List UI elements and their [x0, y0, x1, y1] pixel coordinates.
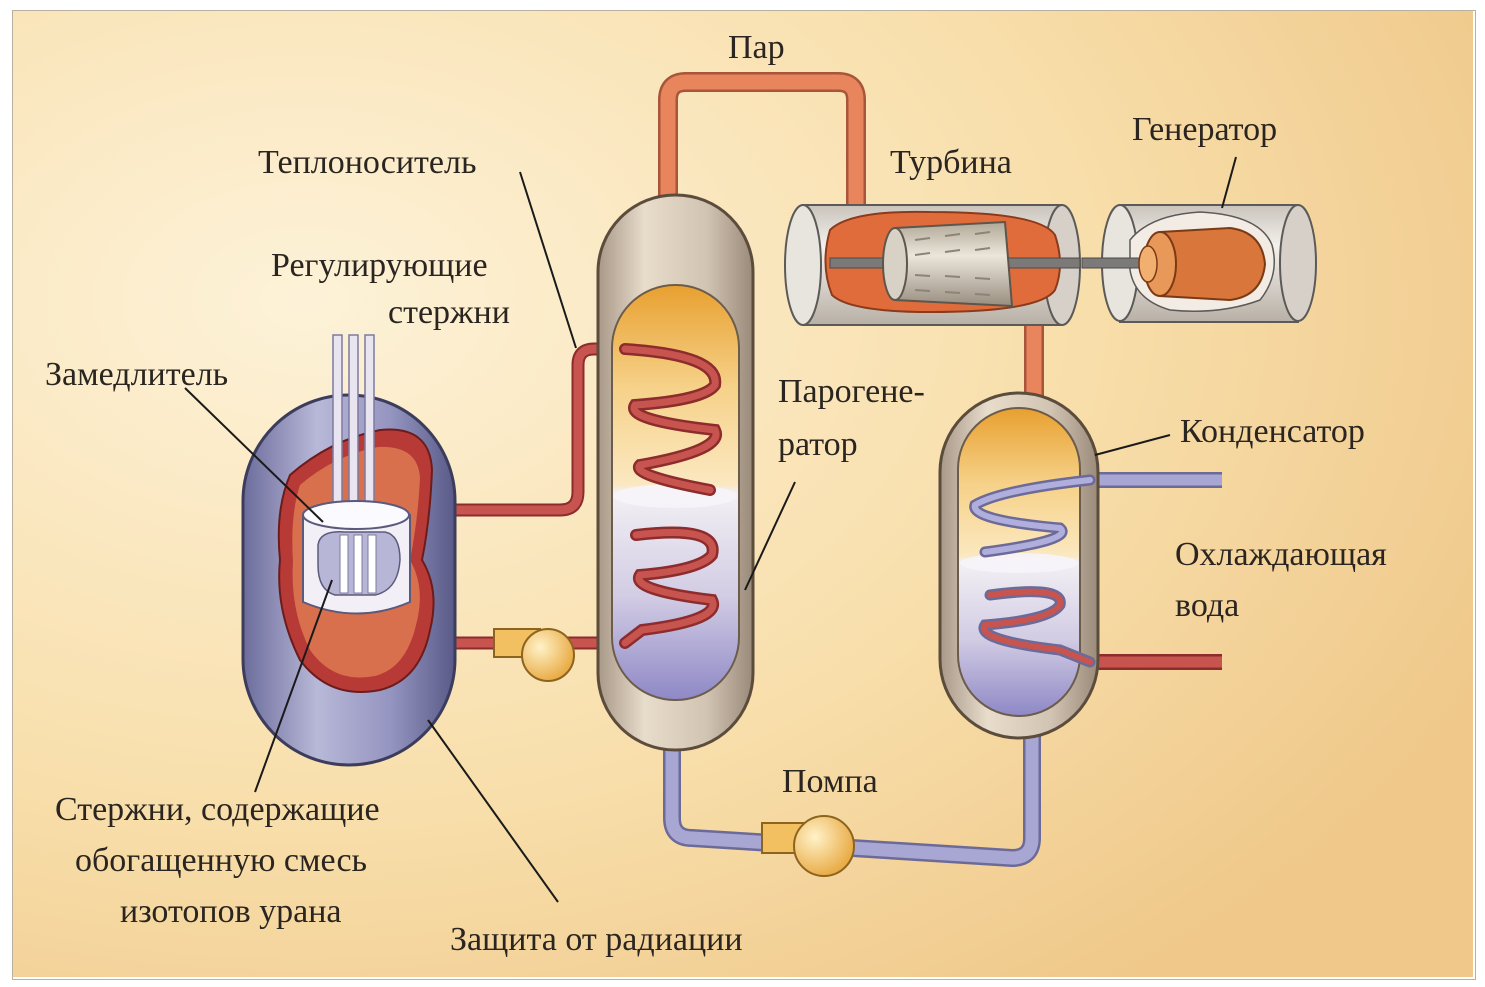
image-frame: [12, 10, 1476, 980]
